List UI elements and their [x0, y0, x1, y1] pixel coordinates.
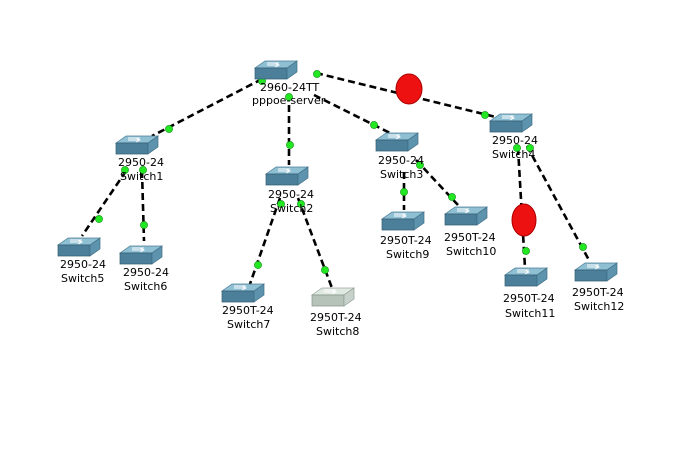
device-model-label: 2960-24TT [260, 81, 319, 94]
device-model-label: 2950-24 [123, 266, 169, 279]
device-switch8[interactable]: 2950T-24 Switch8 [310, 287, 362, 338]
switch-icon [504, 267, 548, 287]
switch-icon [574, 262, 618, 282]
device-model-label: 2950-24 [60, 258, 106, 271]
device-name-label: Switch7 [227, 318, 270, 331]
switch-icon [444, 206, 488, 226]
switch-icon [265, 166, 309, 186]
link-up-icon [370, 121, 378, 129]
device-name-label: Switch2 [270, 202, 313, 215]
device-model-label: 2950T-24 [310, 311, 362, 324]
device-switch5[interactable]: 2950-24 Switch5 [57, 237, 106, 285]
link-up-icon [286, 141, 294, 149]
link-switch1-switch6[interactable] [140, 170, 146, 242]
link-up-icon [254, 261, 262, 269]
link-up-icon [140, 221, 148, 229]
link-up-icon [285, 93, 293, 101]
port-status-dots [95, 70, 587, 274]
device-model-label: 2950-24 [378, 154, 424, 167]
switch-icon [254, 60, 298, 80]
device-switch7[interactable]: 2950T-24 Switch7 [221, 283, 274, 331]
link-up-icon [522, 247, 530, 255]
device-switch10[interactable]: 2950T-24 Switch10 [444, 206, 496, 258]
switch-icon [221, 283, 265, 303]
fault-marker-icon [511, 203, 537, 237]
link-up-icon [579, 243, 587, 251]
device-name-label: Switch9 [386, 248, 429, 261]
device-model-label: 2950T-24 [503, 292, 555, 305]
device-name-label: Switch5 [61, 272, 104, 285]
device-name-label: Switch12 [574, 300, 624, 313]
device-switch3[interactable]: 2950-24 Switch3 [375, 132, 424, 181]
link-up-icon [165, 125, 173, 133]
link-switch2-switch7[interactable] [248, 197, 282, 285]
link-up-icon [95, 215, 103, 223]
link-switch1-switch5[interactable] [80, 170, 128, 237]
link-switch4-switch12[interactable] [525, 145, 592, 263]
link-up-icon [139, 166, 147, 174]
device-switch2[interactable]: 2950-24 Switch2 [265, 166, 314, 215]
device-model-label: 2950-24 [492, 134, 538, 147]
device-name-label: Switch10 [446, 245, 496, 258]
link-up-icon [416, 161, 424, 169]
link-up-icon [481, 111, 489, 119]
switch-icon [311, 287, 355, 307]
link-up-icon [400, 188, 408, 196]
device-pppoe-server[interactable]: 2960-24TT pppoe-server [252, 60, 326, 107]
switch-icon [119, 245, 163, 265]
device-switch9[interactable]: 2950T-24 Switch9 [380, 211, 432, 261]
link-up-icon [121, 166, 129, 174]
device-model-label: 2950-24 [268, 188, 314, 201]
switch-icon [489, 113, 533, 133]
device-model-label: 2950T-24 [444, 231, 496, 244]
device-name-label: pppoe-server [252, 94, 326, 107]
device-switch6[interactable]: 2950-24 Switch6 [119, 245, 169, 293]
device-switch12[interactable]: 2950T-24 Switch12 [572, 262, 624, 313]
switch-icon [375, 132, 419, 152]
device-name-label: Switch1 [120, 170, 163, 183]
switch-icon [115, 135, 159, 155]
device-model-label: 2950-24 [118, 156, 164, 169]
switch-icon [381, 211, 425, 231]
device-model-label: 2950T-24 [222, 304, 274, 317]
link-up-icon [321, 266, 329, 274]
device-switch4[interactable]: 2950-24 Switch4 [489, 113, 538, 161]
link-up-icon [277, 200, 285, 208]
device-switch1[interactable]: 2950-24 Switch1 [115, 135, 164, 183]
link-up-icon [513, 144, 521, 152]
device-name-label: Switch6 [124, 280, 167, 293]
device-name-label: Switch11 [505, 307, 555, 320]
link-up-icon [297, 200, 305, 208]
device-name-label: Switch8 [316, 325, 359, 338]
link-up-icon [526, 144, 534, 152]
link-up-icon [313, 70, 321, 78]
device-name-label: Switch4 [492, 148, 535, 161]
device-switch11[interactable]: 2950T-24 Switch11 [503, 267, 555, 320]
device-model-label: 2950T-24 [380, 234, 432, 247]
link-up-icon [448, 193, 456, 201]
link-server-switch3[interactable] [313, 93, 397, 138]
switch-icon [57, 237, 101, 257]
device-name-label: Switch3 [380, 168, 423, 181]
device-model-label: 2950T-24 [572, 286, 624, 299]
fault-marker-icon [395, 73, 423, 105]
